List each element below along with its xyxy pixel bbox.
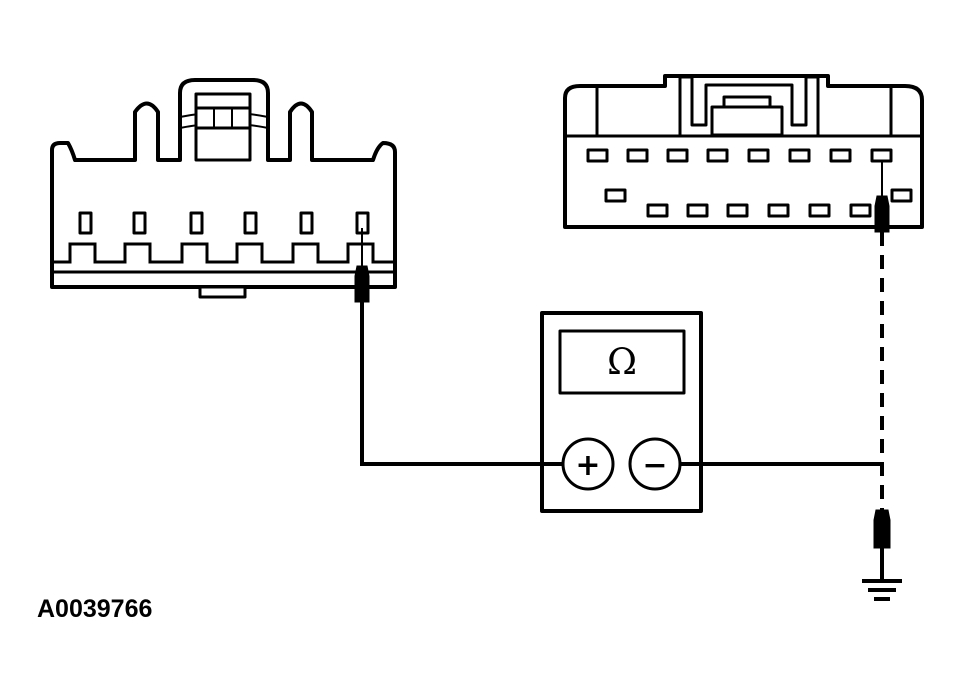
right-connector-pins-top xyxy=(586,148,893,163)
positive-lead xyxy=(360,300,563,466)
figure-id: A0039766 xyxy=(37,595,152,623)
probe-left xyxy=(354,228,370,303)
positive-symbol: + xyxy=(575,448,600,483)
test-leads xyxy=(360,232,884,580)
left-connector-pins xyxy=(78,211,370,235)
ohmmeter-icon: Ω xyxy=(607,342,637,383)
probe-ground xyxy=(873,509,891,549)
probe-right xyxy=(874,160,890,233)
ohmmeter-display xyxy=(558,329,686,395)
right-connector-pins-bottom xyxy=(604,188,913,218)
left-connector xyxy=(50,78,397,299)
ohmmeter: Ω + − xyxy=(540,311,703,513)
right-connector xyxy=(563,74,924,229)
ground-icon xyxy=(862,579,902,601)
probe-icon xyxy=(354,265,370,303)
negative-symbol: − xyxy=(642,448,667,483)
